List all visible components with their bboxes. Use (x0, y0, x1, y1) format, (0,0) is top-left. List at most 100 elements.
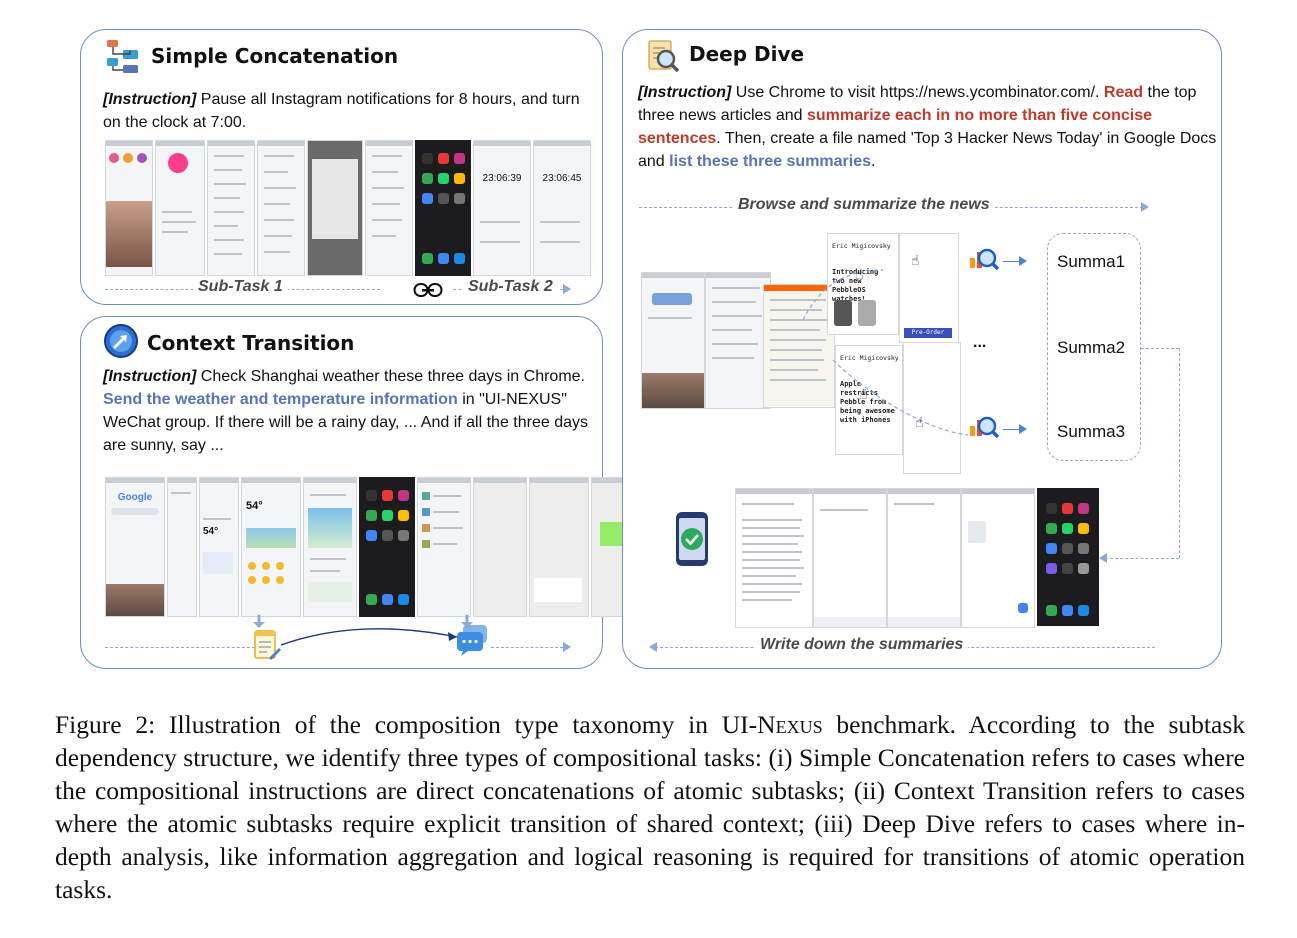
screenshot-wechat-chat-2 (529, 477, 589, 617)
hand-pointer-icon: ☝ (915, 414, 924, 430)
news-article-1-text: Pre-Order Now! (899, 233, 959, 343)
instruction-highlight: Send the weather and temperature informa… (103, 391, 458, 408)
caption-text-smallcaps: exus (775, 710, 823, 739)
instruction: [Instruction] Use Chrome to visit https:… (638, 81, 1218, 173)
screenshot-weather-3 (303, 477, 357, 617)
news-article-1: Eric Migicovsky Introducing two new Pebb… (827, 233, 899, 335)
news-author: Eric Migicovsky (832, 242, 891, 250)
temperature: 54° (203, 526, 219, 537)
screenshot-notifications (365, 140, 413, 276)
screenshot-settings-2 (257, 140, 305, 276)
summaries-connector-v (1179, 348, 1180, 558)
instruction-text-post: in "UI-NEXUS" WeChat group. If there wil… (103, 391, 588, 454)
instruction-text: Check Shanghai weather these three days … (200, 368, 585, 385)
search-chart-icon (970, 416, 999, 439)
transition-curve (280, 628, 458, 646)
instruction-tag: [Instruction] (103, 91, 197, 108)
instruction-mid: the top three news articles and (638, 84, 1197, 124)
instruction-text: Use Chrome to visit https://news.ycombin… (735, 84, 1100, 101)
instruction: [Instruction] Check Shanghai weather the… (103, 365, 591, 457)
hand-pointer-icon: ☝ (911, 252, 920, 268)
instruction-mid2: . Then, create a file named 'Top 3 Hacke… (638, 130, 1217, 170)
screenshot-strip: Google 54° 54° (105, 477, 651, 617)
clock-time: 23:06:39 (482, 173, 522, 184)
caption-text-b: benchmark. According to the subtask depe… (55, 710, 1245, 904)
screenshot-docs-3 (887, 488, 961, 628)
temperature: 54° (246, 500, 263, 512)
screenshot-wechat-chat-1 (473, 477, 527, 617)
screenshot-alarm-2: 23:06:45 (533, 140, 591, 276)
down-arrows (253, 615, 473, 628)
screenshot-docs-1 (735, 488, 813, 628)
screenshot-home (415, 140, 471, 276)
chat-bubble-icon (457, 625, 487, 656)
summary-3: Summa3 (1057, 422, 1126, 441)
screenshot-strip: 23:06:39 23:06:45 (105, 140, 591, 276)
search-chart-icon (970, 248, 999, 271)
clock-time: 23:06:45 (542, 173, 582, 184)
instruction-tag: [Instruction] (638, 84, 732, 101)
screenshot-profile (155, 140, 205, 276)
blocks-icon (107, 40, 138, 73)
preorder-button: Pre-Order Now! (904, 328, 952, 342)
screenshot-home (1037, 488, 1099, 626)
screenshot-settings-1 (207, 140, 255, 276)
summary-2: Summa2 (1057, 338, 1126, 357)
screenshot-instagram (105, 140, 153, 276)
news-title: Introducing two new PebbleOS watches! (832, 268, 879, 303)
panel-title: Simple Concatenation (151, 44, 399, 68)
figure-caption: Figure 2: Illustration of the compositio… (55, 708, 1245, 906)
ellipsis: ... (973, 334, 987, 351)
write-label: Write down the summaries (755, 636, 969, 654)
browse-label: Browse and summarize the news (733, 196, 995, 214)
link-icon (413, 283, 443, 297)
transition-arrow-right (491, 647, 563, 648)
screenshot-chrome-google: Google (105, 477, 165, 617)
summaries-connector-h (1141, 348, 1179, 349)
instruction-end: . (871, 153, 876, 170)
google-logo: Google (117, 492, 153, 503)
notepad-icon (254, 630, 281, 660)
screenshot-chrome-history (705, 272, 771, 409)
instruction: [Instruction] Pause all Instagram notifi… (103, 88, 583, 134)
compass-icon (104, 324, 138, 358)
summary-1: Summa1 (1057, 252, 1126, 271)
screenshot-weather-1: 54° (199, 477, 239, 617)
screenshot-notif-dialog (307, 140, 363, 276)
instruction-tag: [Instruction] (103, 368, 197, 385)
context-transition-panel: Context Transition [Instruction] Check S… (80, 316, 651, 669)
instruction-read: Read (1103, 84, 1144, 101)
screenshot-home (359, 477, 415, 617)
arrow-to-summa1 (1003, 261, 1021, 262)
instruction-text: Pause all Instagram notifications for 8 … (103, 91, 580, 131)
read-flow-curve (802, 269, 969, 436)
magnifier-doc-icon (648, 40, 680, 73)
caption-text-a: Illustration of the composition type tax… (169, 710, 776, 739)
news-article-2: Eric Migicovsky Apple restricts Pebble f… (835, 345, 903, 455)
summaries-connector-h2 (1105, 558, 1179, 559)
screenshot-hacker-news (763, 284, 835, 408)
panel-title: Context Transition (147, 331, 355, 355)
screenshot-docs-new (961, 488, 1035, 628)
subtask2-label: Sub-Task 2 (463, 278, 558, 296)
subtask1-label: Sub-Task 1 (193, 278, 288, 296)
phone-check-icon (676, 512, 708, 566)
deep-dive-panel: Deep Dive [Instruction] Use Chrome to vi… (622, 29, 1222, 669)
panel-title: Deep Dive (689, 42, 805, 66)
instruction-list: list these three summaries (669, 153, 872, 170)
news-article-2-text (903, 342, 961, 474)
simple-concatenation-panel: Simple Concatenation [Instruction] Pause… (80, 29, 603, 305)
screenshot-weather-2: 54° (241, 477, 301, 617)
instruction-summarize: summarize each in no more than five conc… (638, 107, 1152, 147)
caption-label: Figure 2: (55, 710, 156, 739)
hand-pointer-icon: ☝ (859, 386, 868, 402)
transition-arrow-left (105, 647, 255, 648)
screenshot-docs-2 (813, 488, 887, 628)
arrow-to-summa3 (1003, 429, 1021, 430)
screenshot-search (167, 477, 197, 617)
screenshot-wechat-list (417, 477, 471, 617)
screenshot-alarm-1: 23:06:39 (473, 140, 531, 276)
hand-pointer-icon: ☝ (855, 266, 864, 282)
screenshot-chrome-home (641, 272, 705, 409)
news-author: Eric Migicovsky (840, 354, 899, 362)
